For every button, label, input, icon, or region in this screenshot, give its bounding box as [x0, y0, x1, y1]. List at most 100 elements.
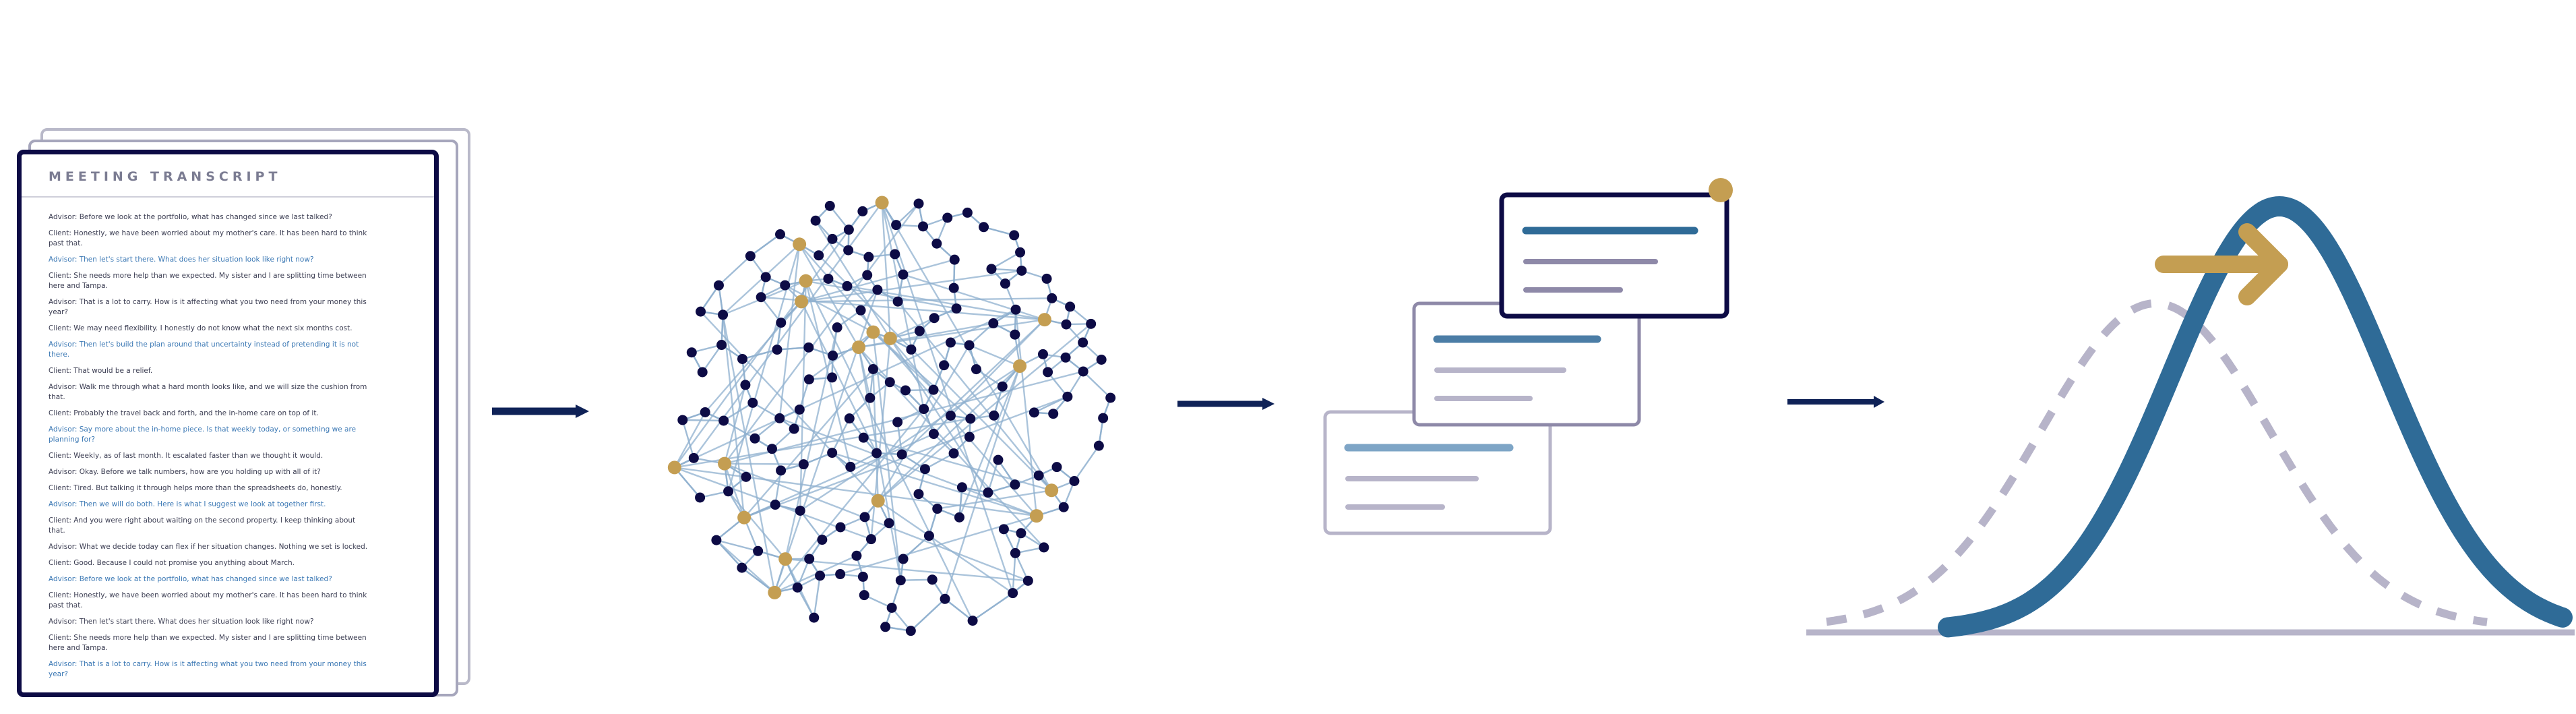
graph-edge: [774, 408, 925, 593]
graph-edge: [969, 322, 994, 346]
graph-edge: [803, 452, 833, 465]
graph-edge: [779, 417, 1037, 517]
graph-edge: [724, 463, 1029, 582]
graph-edge: [813, 575, 821, 618]
graph-node: [1029, 407, 1039, 418]
graph-edge: [700, 285, 720, 312]
right-arrow-icon: [1787, 396, 1884, 408]
graph-edge: [902, 274, 1045, 321]
graph-node: [688, 452, 699, 463]
graph-node: [1010, 547, 1020, 558]
graph-edge: [749, 233, 781, 257]
graph-edge: [801, 258, 955, 303]
graph-edge: [800, 301, 878, 454]
graph-node: [939, 360, 950, 371]
graph-edge: [722, 243, 800, 316]
graph-node: [989, 410, 1000, 421]
graph-node: [1061, 319, 1072, 330]
graph-node: [835, 569, 846, 580]
transcript-line: Advisor: That is a lot to carry. How is …: [49, 660, 367, 678]
graph-node: [913, 198, 924, 209]
graph-edge: [881, 202, 925, 409]
transcript-document: MEETING TRANSCRIPT Advisor: Before we lo…: [17, 150, 439, 697]
graph-node: [951, 303, 962, 314]
graph-node: [900, 385, 911, 396]
graph-node: [795, 505, 805, 516]
right-arrow-icon: [492, 405, 589, 418]
graph-node-highlight: [768, 585, 782, 599]
graph-node: [780, 280, 791, 291]
graph-node: [1078, 366, 1088, 377]
graph-node: [1105, 392, 1116, 403]
graph-node: [865, 392, 876, 403]
graph-edge: [808, 331, 874, 380]
graph-node-highlight: [799, 274, 813, 288]
transcript-line: Client: That would be a relief.: [49, 367, 153, 375]
graph-node: [844, 413, 855, 424]
graph-node: [1037, 349, 1048, 359]
graph-node: [1033, 470, 1044, 481]
graph-node: [686, 347, 697, 358]
card-middle: [1412, 301, 1641, 427]
card-top: [1499, 178, 1733, 319]
graph-edge: [799, 510, 823, 541]
graph-edge: [950, 319, 1045, 417]
graph-node: [919, 404, 929, 415]
transcript-line: Advisor: Before we look at the portfolio…: [49, 213, 332, 221]
graph-node: [843, 245, 854, 256]
graph-edge: [975, 368, 1003, 388]
transcript-line: Client: We may need flexibility. I hones…: [49, 324, 352, 332]
notification-dot: [1709, 178, 1733, 202]
graph-edge: [991, 251, 1021, 270]
graph-edge: [801, 297, 1052, 303]
graph-node: [713, 280, 724, 291]
graph-node: [863, 251, 874, 262]
graph-node: [859, 512, 870, 523]
graph-node-highlight: [871, 494, 885, 508]
graph-edge: [902, 535, 930, 560]
graph-edge: [682, 419, 724, 422]
graph-node-highlight: [866, 325, 880, 339]
graph-edge: [801, 270, 1022, 303]
graph-node: [892, 417, 903, 427]
graph-node: [914, 326, 925, 336]
graph-node: [789, 423, 799, 434]
graph-node: [737, 562, 747, 573]
graph-edge: [785, 558, 1029, 582]
graph-node: [983, 487, 993, 498]
graph-node: [824, 200, 835, 211]
graph-node: [942, 212, 953, 223]
graph-node-highlight: [793, 237, 807, 251]
graph-edge: [702, 344, 723, 373]
graph-node: [918, 221, 929, 232]
graph-node: [1016, 528, 1026, 539]
graph-node: [858, 432, 869, 443]
graph-node-highlight: [1045, 483, 1059, 498]
graph-node: [809, 612, 820, 623]
graph-node: [964, 432, 975, 442]
graph-node: [711, 535, 722, 545]
graph-node: [835, 522, 846, 533]
graph-node-highlight: [1037, 313, 1051, 327]
graph-node: [949, 254, 960, 265]
graph-edge: [799, 243, 1037, 516]
graph-edge: [797, 558, 810, 588]
graph-node: [1078, 337, 1088, 348]
graph-edge: [944, 598, 973, 622]
graph-node: [1048, 409, 1059, 419]
graph-edge: [889, 338, 989, 494]
graph-node: [776, 465, 787, 476]
graph-edge: [863, 437, 1052, 492]
graph-node: [1010, 329, 1020, 340]
graph-node: [979, 222, 989, 233]
graph-node: [967, 616, 978, 626]
graph-nodes: [667, 196, 1116, 636]
shift-arrow-icon: [2155, 223, 2288, 305]
graph-node: [962, 207, 973, 218]
graph-node: [716, 340, 727, 351]
graph-edge: [1014, 552, 1029, 581]
graph-node-highlight: [737, 510, 752, 525]
transcript-line: Client: Probably the travel back and for…: [49, 409, 319, 417]
graph-edge: [983, 226, 1015, 237]
graph-edge: [877, 323, 1092, 502]
